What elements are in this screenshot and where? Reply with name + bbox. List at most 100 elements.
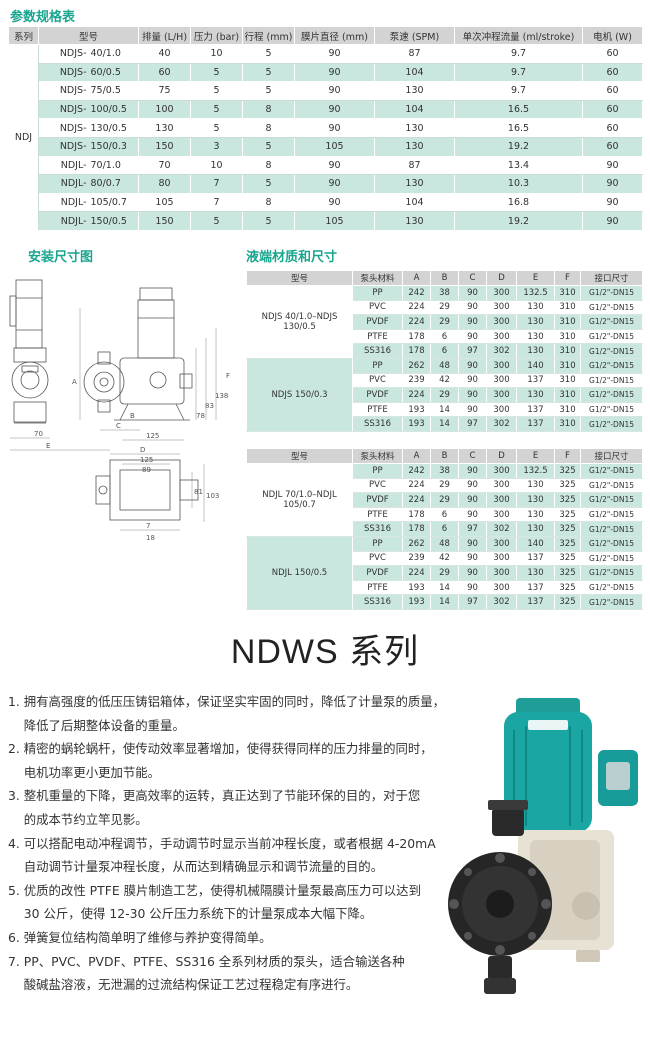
material-cell: 14 (430, 401, 459, 418)
series-cell: NDJ (8, 44, 39, 231)
material-cell: 130 (516, 343, 555, 359)
material-cell: 325 (554, 506, 581, 523)
material-header: E (516, 270, 555, 286)
model-cell: NDJL-80/0.7 (38, 174, 139, 194)
material-header: F (554, 270, 581, 286)
material-cell: 302 (486, 416, 517, 432)
model-cell: NDJL-105/0.7 (38, 192, 139, 213)
spec-header: 压力 (bar) (190, 26, 243, 45)
dim-125b: 125 (140, 456, 153, 464)
material-cell: 224 (402, 299, 431, 316)
dim-f: F (226, 372, 230, 380)
material-cell: 6 (430, 506, 459, 523)
material-cell: 137 (516, 594, 555, 610)
spec-cell: 90 (294, 174, 375, 194)
spec-cell: 9.7 (454, 62, 583, 83)
material-cell: G1/2"-DN15 (580, 492, 643, 508)
material-name-cell: PP (352, 463, 403, 479)
installation-drawing: A 70 E C 125 B 78 83 138 F D 125 89 81 1… (9, 279, 230, 542)
material-cell: 90 (458, 401, 487, 418)
model-cell: NDJS-130/0.5 (38, 118, 139, 138)
material-cell: 90 (458, 299, 487, 316)
spec-cell: 105 (294, 211, 375, 231)
material-cell: 300 (486, 314, 517, 330)
spec-cell: 90 (294, 155, 375, 176)
spec-cell: 8 (242, 99, 295, 120)
material-cell: 130 (516, 506, 555, 523)
material-model-cell: NDJL 150/0.5 (246, 535, 353, 610)
material-cell: 325 (554, 521, 581, 537)
material-cell: 90 (458, 477, 487, 494)
spec-cell: 8 (242, 118, 295, 138)
material-cell: 242 (402, 285, 431, 301)
spec-header: 膜片直径 (mm) (294, 26, 375, 45)
model-cell: NDJL-70/1.0 (38, 155, 139, 176)
material-header: A (402, 448, 431, 464)
material-cell: 130 (516, 299, 555, 316)
material-cell: 300 (486, 299, 517, 316)
spec-cell: 90 (294, 118, 375, 138)
material-cell: 14 (430, 416, 459, 432)
material-cell: 97 (458, 594, 487, 610)
spec-cell: 90 (582, 211, 643, 231)
material-cell: 29 (430, 314, 459, 330)
material-cell: 325 (554, 594, 581, 610)
spec-cell: 16.8 (454, 192, 583, 213)
spec-cell: 60 (582, 81, 643, 101)
dim-a: A (72, 378, 77, 386)
spec-cell: 5 (190, 118, 243, 138)
spec-cell: 16.5 (454, 118, 583, 138)
feature-line: 降低了后期整体设备的重量。 (8, 717, 185, 733)
spec-cell: 60 (582, 44, 643, 64)
material-cell: 97 (458, 343, 487, 359)
spec-cell: 60 (582, 118, 643, 138)
spec-cell: 105 (138, 192, 191, 213)
spec-cell: 9.7 (454, 81, 583, 101)
material-cell: G1/2"-DN15 (580, 372, 643, 389)
spec-cell: 9.7 (454, 44, 583, 64)
spec-cell: 130 (374, 211, 455, 231)
spec-header: 泵速 (SPM) (374, 26, 455, 45)
ndws-series-title: NDWS 系列 (230, 633, 420, 671)
spec-cell: 5 (190, 62, 243, 83)
dim-d: D (140, 446, 145, 454)
feature-line: 的成本节约立竿见影。 (8, 811, 148, 827)
material-cell: 178 (402, 343, 431, 359)
material-cell: 38 (430, 463, 459, 479)
feature-line: 自动调节计量泵冲程长度，从而达到精确显示和调节流量的目的。 (8, 859, 384, 875)
material-name-cell: SS316 (352, 521, 403, 537)
dim-83: 83 (205, 402, 214, 410)
material-cell: 300 (486, 463, 517, 479)
spec-cell: 10 (190, 44, 243, 64)
spec-cell: 3 (190, 136, 243, 157)
material-cell: 48 (430, 535, 459, 552)
material-cell: G1/2"-DN15 (580, 416, 643, 432)
material-header: 型号 (246, 270, 353, 286)
spec-section-title: 参数规格表 (10, 10, 76, 25)
material-cell: 300 (486, 357, 517, 374)
material-header: B (430, 270, 459, 286)
material-cell: 310 (554, 387, 581, 403)
material-cell: 132.5 (516, 463, 555, 479)
material-cell: 130 (516, 477, 555, 494)
spec-cell: 105 (294, 136, 375, 157)
material-cell: 262 (402, 535, 431, 552)
feature-list: 1. 拥有高强度的低压压铸铝箱体，保证坚实牢固的同时，降低了计量泵的质量， 降低… (8, 690, 468, 997)
material-cell: 325 (554, 535, 581, 552)
dim-78: 78 (196, 412, 205, 420)
material-header: 泵头材料 (352, 448, 403, 464)
material-cell: 310 (554, 401, 581, 418)
